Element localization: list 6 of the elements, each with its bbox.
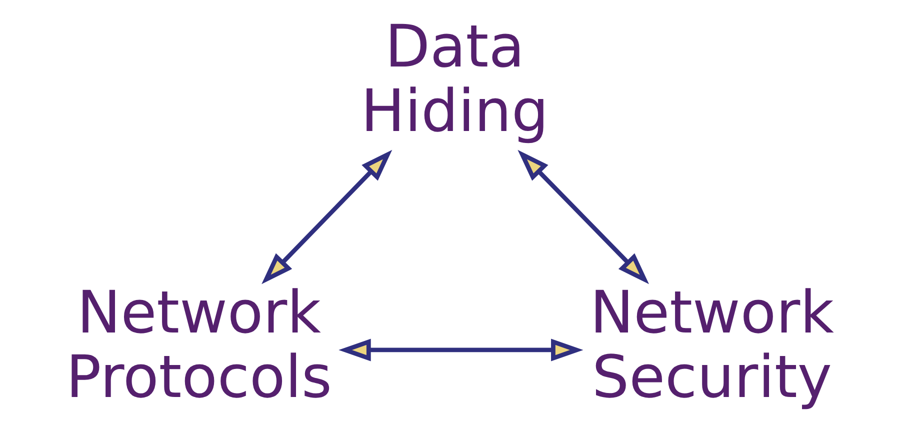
arrow xyxy=(261,150,392,284)
node-text: Network Protocols xyxy=(66,278,332,411)
node-text: Network Security xyxy=(589,278,834,411)
arrow xyxy=(517,150,649,284)
node-text: Data Hiding xyxy=(360,12,548,145)
arrow xyxy=(338,338,583,362)
